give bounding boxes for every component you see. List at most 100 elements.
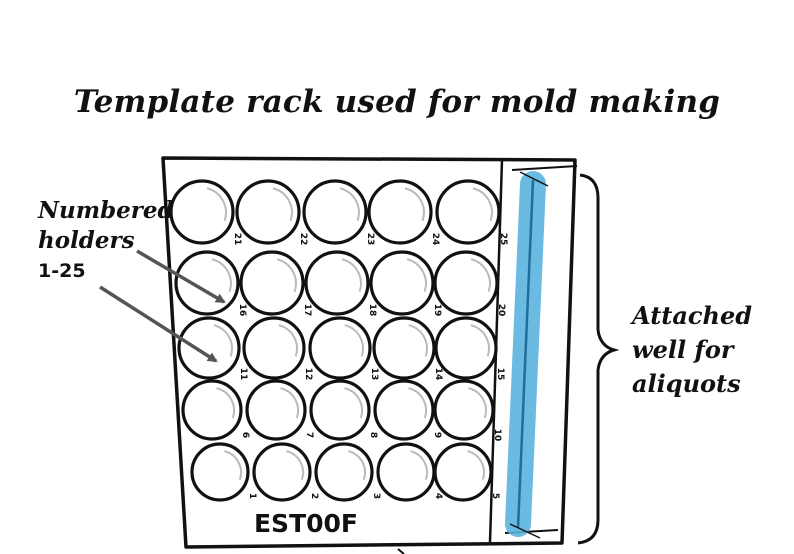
holder-shading bbox=[408, 387, 427, 419]
numbered-holders-label: Numbered holders 1-25 bbox=[38, 196, 174, 286]
holder-4: 4 bbox=[376, 442, 443, 502]
holder-1: 1 bbox=[190, 442, 257, 502]
holder-21: 21 bbox=[169, 179, 242, 246]
well-compartment-top-line bbox=[511, 165, 578, 171]
holders-label-line-2: holders bbox=[38, 227, 135, 254]
holder-number: 8 bbox=[368, 432, 378, 438]
holder-number: 19 bbox=[432, 304, 442, 317]
holder-5: 5 bbox=[433, 442, 500, 502]
aliquot-well-slant-bottom bbox=[509, 523, 541, 539]
holder-circle bbox=[252, 442, 312, 502]
holder-shading bbox=[341, 258, 362, 293]
rack-label: EST00F bbox=[254, 509, 358, 538]
holder-shading bbox=[348, 450, 367, 481]
holder-6: 6 bbox=[181, 379, 250, 441]
holder-number: 13 bbox=[369, 368, 379, 381]
aliquot-well-inner-line bbox=[516, 179, 535, 529]
well-label-line-2: well for bbox=[632, 335, 734, 364]
holder-9: 9 bbox=[373, 379, 442, 441]
holder-shading bbox=[276, 258, 297, 293]
holder-11: 11 bbox=[177, 316, 248, 381]
holder-shading bbox=[280, 387, 299, 419]
holder-number: 14 bbox=[433, 368, 443, 381]
holder-circle bbox=[308, 316, 372, 380]
holder-arrow-lower bbox=[99, 285, 218, 363]
holder-14: 14 bbox=[372, 316, 443, 381]
holder-number: 15 bbox=[495, 368, 505, 381]
holder-number: 20 bbox=[496, 304, 506, 317]
holder-number: 1 bbox=[247, 493, 257, 499]
holder-number: 11 bbox=[238, 368, 248, 381]
holder-shading bbox=[206, 187, 227, 222]
rack-outline bbox=[161, 156, 577, 549]
holder-number: 23 bbox=[365, 233, 375, 246]
holder-circle bbox=[190, 442, 250, 502]
attached-well-label: Attached well for aliquots bbox=[632, 299, 752, 401]
holder-circle bbox=[309, 379, 371, 441]
holder-shading bbox=[286, 450, 305, 481]
well-label-line-3: aliquots bbox=[632, 369, 741, 398]
holder-circle bbox=[367, 179, 433, 245]
holder-25: 25 bbox=[435, 179, 508, 245]
holder-shading bbox=[224, 450, 243, 481]
holder-circle bbox=[433, 250, 499, 316]
holders-label-range: 1-25 bbox=[38, 260, 86, 282]
holder-circle bbox=[181, 379, 243, 441]
holder-shading bbox=[410, 450, 429, 481]
holder-number: 5 bbox=[490, 493, 500, 499]
holder-circle bbox=[376, 442, 436, 502]
holder-20: 20 bbox=[433, 250, 506, 317]
holder-17: 17 bbox=[239, 250, 312, 316]
diagram-title: Template rack used for mold making bbox=[73, 84, 721, 120]
holders-label-line-1: Numbered bbox=[38, 197, 174, 224]
holder-number: 7 bbox=[304, 432, 314, 438]
holder-number: 2 bbox=[309, 493, 319, 499]
holder-circle bbox=[433, 379, 495, 441]
holder-number: 9 bbox=[432, 432, 442, 438]
holder-circle bbox=[373, 379, 435, 441]
holder-shading bbox=[404, 187, 425, 222]
holder-shading bbox=[470, 324, 490, 357]
holder-number: 4 bbox=[433, 493, 443, 499]
holder-3: 3 bbox=[314, 442, 381, 502]
holder-shading bbox=[272, 187, 293, 222]
holder-circle bbox=[302, 179, 368, 245]
holder-circle bbox=[177, 316, 241, 380]
holder-shading bbox=[216, 387, 235, 419]
holder-16: 16 bbox=[174, 250, 247, 317]
holder-18: 18 bbox=[304, 250, 377, 316]
holder-circle bbox=[169, 179, 235, 245]
holder-shading bbox=[467, 450, 486, 481]
holder-number: 24 bbox=[430, 233, 440, 246]
well-bracket bbox=[577, 173, 620, 545]
holder-2: 2 bbox=[252, 442, 319, 502]
holder-15: 15 bbox=[434, 316, 505, 381]
holder-arrow-upper bbox=[136, 249, 226, 304]
holder-8: 8 bbox=[309, 379, 378, 441]
holder-shading bbox=[468, 387, 487, 419]
holder-shading bbox=[470, 258, 491, 293]
aliquot-well-slant-top bbox=[519, 171, 549, 187]
holder-circle bbox=[304, 250, 370, 316]
holder-shading bbox=[278, 324, 298, 357]
holder-circle bbox=[174, 250, 240, 316]
holder-circle bbox=[434, 316, 498, 380]
bottom-edge-tick bbox=[397, 548, 405, 554]
holder-10: 10 bbox=[433, 379, 502, 442]
well-label-line-1: Attached bbox=[632, 301, 753, 330]
holder-shading bbox=[344, 324, 364, 357]
holder-number: 21 bbox=[232, 233, 242, 246]
holder-number: 3 bbox=[371, 493, 381, 499]
holder-shading bbox=[339, 187, 360, 222]
holder-circle bbox=[433, 442, 493, 502]
holder-circle bbox=[242, 316, 306, 380]
holder-shading bbox=[344, 387, 363, 419]
holder-19: 19 bbox=[369, 250, 442, 317]
holder-number: 16 bbox=[237, 304, 247, 317]
holder-number: 22 bbox=[298, 233, 308, 246]
holder-circle bbox=[239, 250, 305, 316]
holder-circle bbox=[372, 316, 436, 380]
holder-number: 10 bbox=[492, 429, 502, 442]
holder-shading bbox=[406, 258, 427, 293]
holder-23: 23 bbox=[302, 179, 375, 246]
